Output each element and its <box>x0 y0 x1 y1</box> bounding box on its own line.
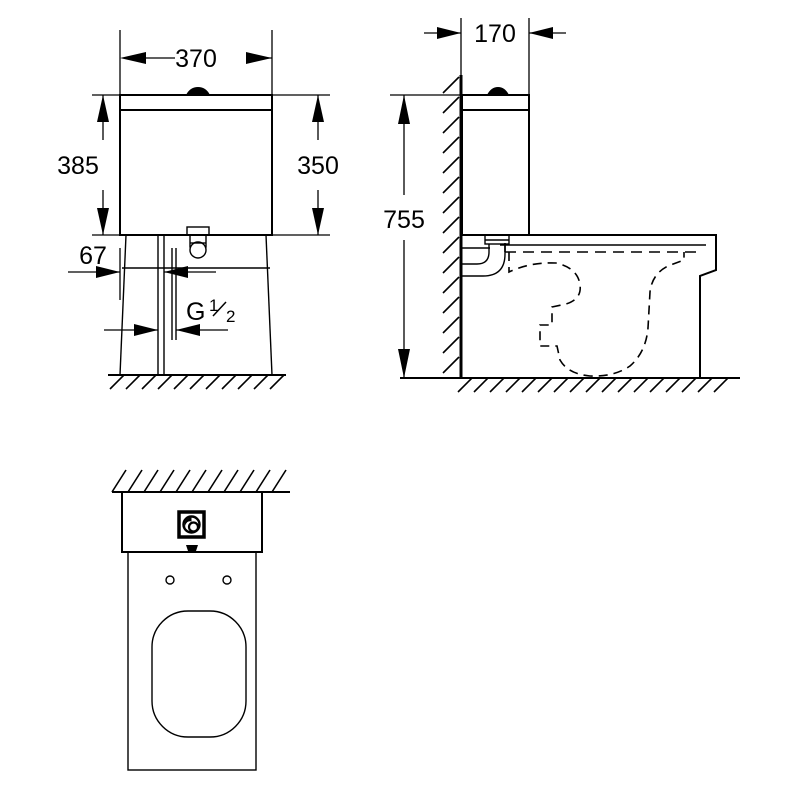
dimension-label-67: 67 <box>79 242 107 270</box>
cistern-body-side <box>461 94 530 236</box>
thread-label-g: G <box>186 298 205 326</box>
cistern-body <box>119 94 273 236</box>
inlet-valve <box>186 226 210 259</box>
flush-button-bump-side <box>487 87 509 95</box>
flush-button-bump <box>186 87 210 95</box>
dimension-350: 350 <box>270 94 339 236</box>
flush-button-arc <box>184 517 192 528</box>
view-front-elevation: 370 <box>57 30 339 390</box>
dimension-170: 170 <box>424 20 566 48</box>
view-top-plan <box>111 469 290 771</box>
arrowhead-755-bottom <box>398 349 410 378</box>
pedestal-right-edge <box>265 234 273 376</box>
flush-button-icon[interactable] <box>177 510 206 539</box>
arrowhead-385-top <box>97 95 109 122</box>
arrowhead-385-bottom <box>97 208 109 235</box>
dimension-label-385: 385 <box>57 152 99 180</box>
view-side-elevation: 170 <box>383 18 740 393</box>
thread-fraction-slash <box>212 301 227 317</box>
dimension-label-170: 170 <box>474 20 516 48</box>
thread-fraction-denominator: 2 <box>226 307 235 326</box>
inlet-valve-flange <box>186 226 210 236</box>
arrowhead-g-left <box>134 324 158 336</box>
dimension-label-350: 350 <box>297 152 339 180</box>
arrowhead-170-left <box>437 27 461 39</box>
arrowhead-370-left <box>120 52 146 64</box>
arrowhead-g-right <box>176 324 200 336</box>
wall-hatch-plan <box>111 469 287 493</box>
dimension-g-half: G 1 2 <box>104 296 235 336</box>
pedestal-left-edge <box>119 234 127 376</box>
arrowhead-370-right <box>246 52 272 64</box>
dimension-label-755: 755 <box>383 206 425 234</box>
hidden-rim-outline <box>504 243 700 253</box>
pipe-elbow-inner <box>461 244 490 265</box>
seat-fixing-hole-right <box>222 575 232 585</box>
arrowhead-67-right <box>164 266 188 278</box>
arrowhead-67-left <box>96 266 120 278</box>
thread-fraction-numerator: 1 <box>209 296 218 315</box>
dimension-385: 385 <box>57 94 122 236</box>
flush-lever-marker <box>186 545 198 551</box>
pipe-elbow-outer <box>461 244 506 277</box>
arrowhead-350-bottom <box>312 208 324 235</box>
arrowhead-350-top <box>312 95 324 122</box>
dimension-label-370: 370 <box>175 45 217 73</box>
hidden-trap-outline <box>508 252 685 377</box>
floor-hatch-side <box>457 377 729 393</box>
dimension-370: 370 <box>120 45 272 73</box>
wall-hatch <box>442 76 460 374</box>
seat-fixing-hole-left <box>165 575 175 585</box>
dimension-67: 67 <box>68 242 216 300</box>
flush-button-inner-ring[interactable] <box>187 521 200 533</box>
floor-hatch-front <box>109 374 285 390</box>
bowl-outline-side <box>462 234 717 378</box>
arrowhead-755-top <box>398 95 410 124</box>
inlet-valve-nut <box>189 241 207 259</box>
dimension-755: 755 <box>383 94 462 378</box>
seat-opening-outline <box>151 610 247 738</box>
inlet-pipe-elbow <box>461 234 510 277</box>
arrowhead-170-right <box>529 27 553 39</box>
